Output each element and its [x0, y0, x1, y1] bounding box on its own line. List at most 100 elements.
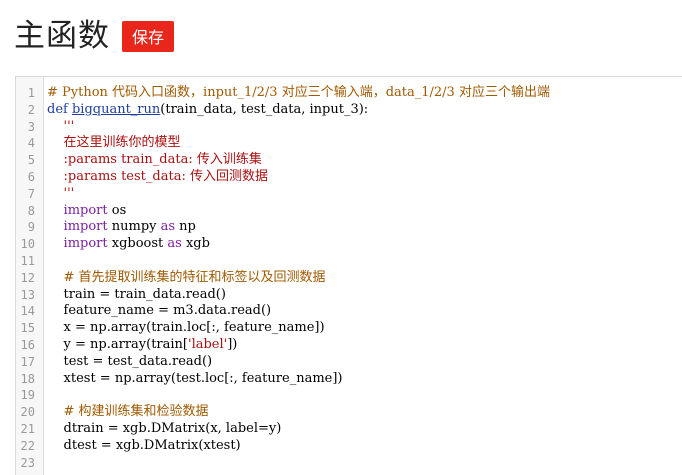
code-text: '''	[47, 118, 75, 136]
code-line[interactable]: 8 import os	[16, 203, 682, 220]
line-number: 2	[27, 102, 35, 117]
code-line[interactable]: 17 test = test_data.read()	[16, 354, 682, 371]
line-number: 21	[20, 421, 35, 436]
code-editor[interactable]: 1 # Python 代码入口函数，input_1/2/3 对应三个输入端，dat…	[15, 76, 682, 475]
line-number: 13	[20, 287, 35, 302]
line-number: 20	[20, 405, 35, 420]
code-text: '''	[47, 185, 75, 203]
code-token-plain	[47, 236, 64, 251]
code-line[interactable]: 16 y = np.array(train['label'])	[16, 337, 682, 354]
code-text: dtest = xgb.DMatrix(xtest)	[47, 438, 241, 455]
code-token-keyword: as	[160, 219, 176, 235]
code-line[interactable]: 1 # Python 代码入口函数，input_1/2/3 对应三个输入端，dat…	[16, 85, 682, 102]
code-token-plain: xtest = np.array(test.loc[:, feature_nam…	[47, 370, 343, 386]
code-token-string: 'label'	[188, 336, 228, 352]
line-number: 9	[27, 220, 35, 235]
code-token-comment: # Python 代码入口函数，input_1/2/3 对应三个输入端，data…	[47, 85, 550, 100]
code-text: xtest = np.array(test.loc[:, feature_nam…	[47, 370, 343, 388]
code-line[interactable]: 23	[16, 455, 682, 472]
code-lines[interactable]: 1 # Python 代码入口函数，input_1/2/3 对应三个输入端，dat…	[16, 85, 682, 471]
code-line[interactable]: 15 x = np.array(train.loc[:, feature_nam…	[16, 320, 682, 337]
code-line[interactable]: 9 import numpy as np	[16, 219, 682, 236]
code-text: 在这里训练你的模型	[47, 135, 181, 152]
code-text: def bigquant_run(train_data, test_data, …	[47, 102, 368, 119]
code-text: import xgboost as xgb	[47, 236, 210, 253]
line-number: 12	[20, 270, 35, 285]
code-token-string: :params test_data: 传入回测数据	[63, 168, 268, 184]
code-token-plain: feature_name = m3.data.read()	[47, 303, 272, 319]
code-token-comment: # 构建训练集和检验数据	[63, 404, 209, 420]
code-token-plain: train = train_data.read()	[47, 286, 226, 302]
line-number: 10	[20, 237, 35, 252]
code-token-plain: xgboost	[107, 236, 168, 252]
code-line[interactable]: 19	[16, 387, 682, 404]
code-line[interactable]: 12 # 首先提取训练集的特征和标签以及回测数据	[16, 270, 682, 287]
code-token-plain: np	[175, 219, 196, 235]
line-number: 19	[20, 388, 35, 403]
code-line[interactable]: 20 # 构建训练集和检验数据	[16, 404, 682, 421]
code-line[interactable]: 18 xtest = np.array(test.loc[:, feature_…	[16, 371, 682, 388]
code-line[interactable]: 10 import xgboost as xgb	[16, 236, 682, 253]
code-line[interactable]: 11	[16, 253, 682, 270]
code-token-keyword: import	[63, 219, 108, 235]
code-token-plain	[47, 186, 64, 201]
code-text: feature_name = m3.data.read()	[47, 303, 272, 320]
code-token-plain: y = np.array(train[	[47, 336, 188, 352]
code-token-keyword: as	[167, 236, 182, 252]
code-token-plain	[47, 119, 64, 134]
code-text: # 构建训练集和检验数据	[47, 404, 209, 421]
code-line[interactable]: 5 :params train_data: 传入训练集	[16, 152, 682, 169]
line-number: 8	[27, 203, 35, 218]
code-token-plain: xgb	[181, 236, 210, 252]
code-token-keyword: import	[63, 202, 108, 218]
code-line[interactable]: 4 在这里训练你的模型	[16, 135, 682, 152]
code-token-string: '''	[63, 185, 75, 201]
line-number: 7	[27, 186, 35, 201]
line-number: 14	[20, 304, 35, 319]
line-number: 1	[27, 86, 35, 100]
code-token-plain	[47, 152, 64, 167]
code-line[interactable]: 7 '''	[16, 186, 682, 203]
code-token-plain: ])	[227, 336, 238, 352]
code-text: import os	[47, 202, 127, 220]
line-number: 18	[20, 371, 35, 386]
code-line[interactable]: 13 train = train_data.read()	[16, 287, 682, 304]
page-header: 主函数 保存	[14, 14, 175, 58]
code-token-plain: numpy	[107, 219, 161, 235]
code-token-plain: os	[107, 202, 127, 218]
code-token-string: '''	[63, 118, 75, 134]
save-button[interactable]: 保存	[122, 20, 175, 52]
code-text: x = np.array(train.loc[:, feature_name])	[47, 320, 325, 337]
code-text: test = test_data.read()	[47, 354, 213, 371]
code-token-keyword: import	[63, 236, 108, 252]
code-text: # 首先提取训练集的特征和标签以及回测数据	[47, 270, 326, 287]
code-token-plain	[47, 169, 64, 184]
code-line[interactable]: 21 dtrain = xgb.DMatrix(x, label=y)	[16, 421, 682, 438]
code-line[interactable]: 14 feature_name = m3.data.read()	[16, 303, 682, 320]
code-text: :params train_data: 传入训练集	[47, 152, 262, 169]
line-number: 23	[20, 455, 35, 470]
code-token-comment: # 首先提取训练集的特征和标签以及回测数据	[63, 269, 326, 285]
code-line[interactable]: 22 dtest = xgb.DMatrix(xtest)	[16, 438, 682, 455]
code-token-plain	[47, 270, 64, 285]
code-token-plain	[47, 404, 64, 419]
line-number: 3	[27, 119, 35, 134]
line-number: 4	[27, 136, 35, 151]
code-line[interactable]: 3 '''	[16, 119, 682, 136]
code-token-def-kw: def	[47, 101, 72, 117]
line-number: 11	[20, 253, 35, 268]
code-line[interactable]: 2 def bigquant_run(train_data, test_data,…	[16, 102, 682, 119]
line-number: 6	[27, 169, 35, 184]
code-token-plain: dtrain = xgb.DMatrix(x, label=y)	[47, 420, 282, 436]
code-text: # Python 代码入口函数，input_1/2/3 对应三个输入端，data…	[47, 85, 550, 102]
page-title: 主函数	[14, 18, 110, 54]
code-token-plain	[47, 219, 64, 234]
code-token-string: 在这里训练你的模型	[63, 135, 181, 151]
line-number: 15	[20, 321, 35, 336]
code-line[interactable]: 6 :params test_data: 传入回测数据	[16, 169, 682, 186]
code-text: y = np.array(train['label'])	[47, 336, 238, 354]
code-token-fn-name: bigquant_run	[71, 101, 161, 117]
line-number-gutter	[16, 77, 44, 475]
code-token-plain: (train_data, test_data, input_3):	[160, 101, 369, 117]
code-token-plain	[47, 135, 64, 150]
